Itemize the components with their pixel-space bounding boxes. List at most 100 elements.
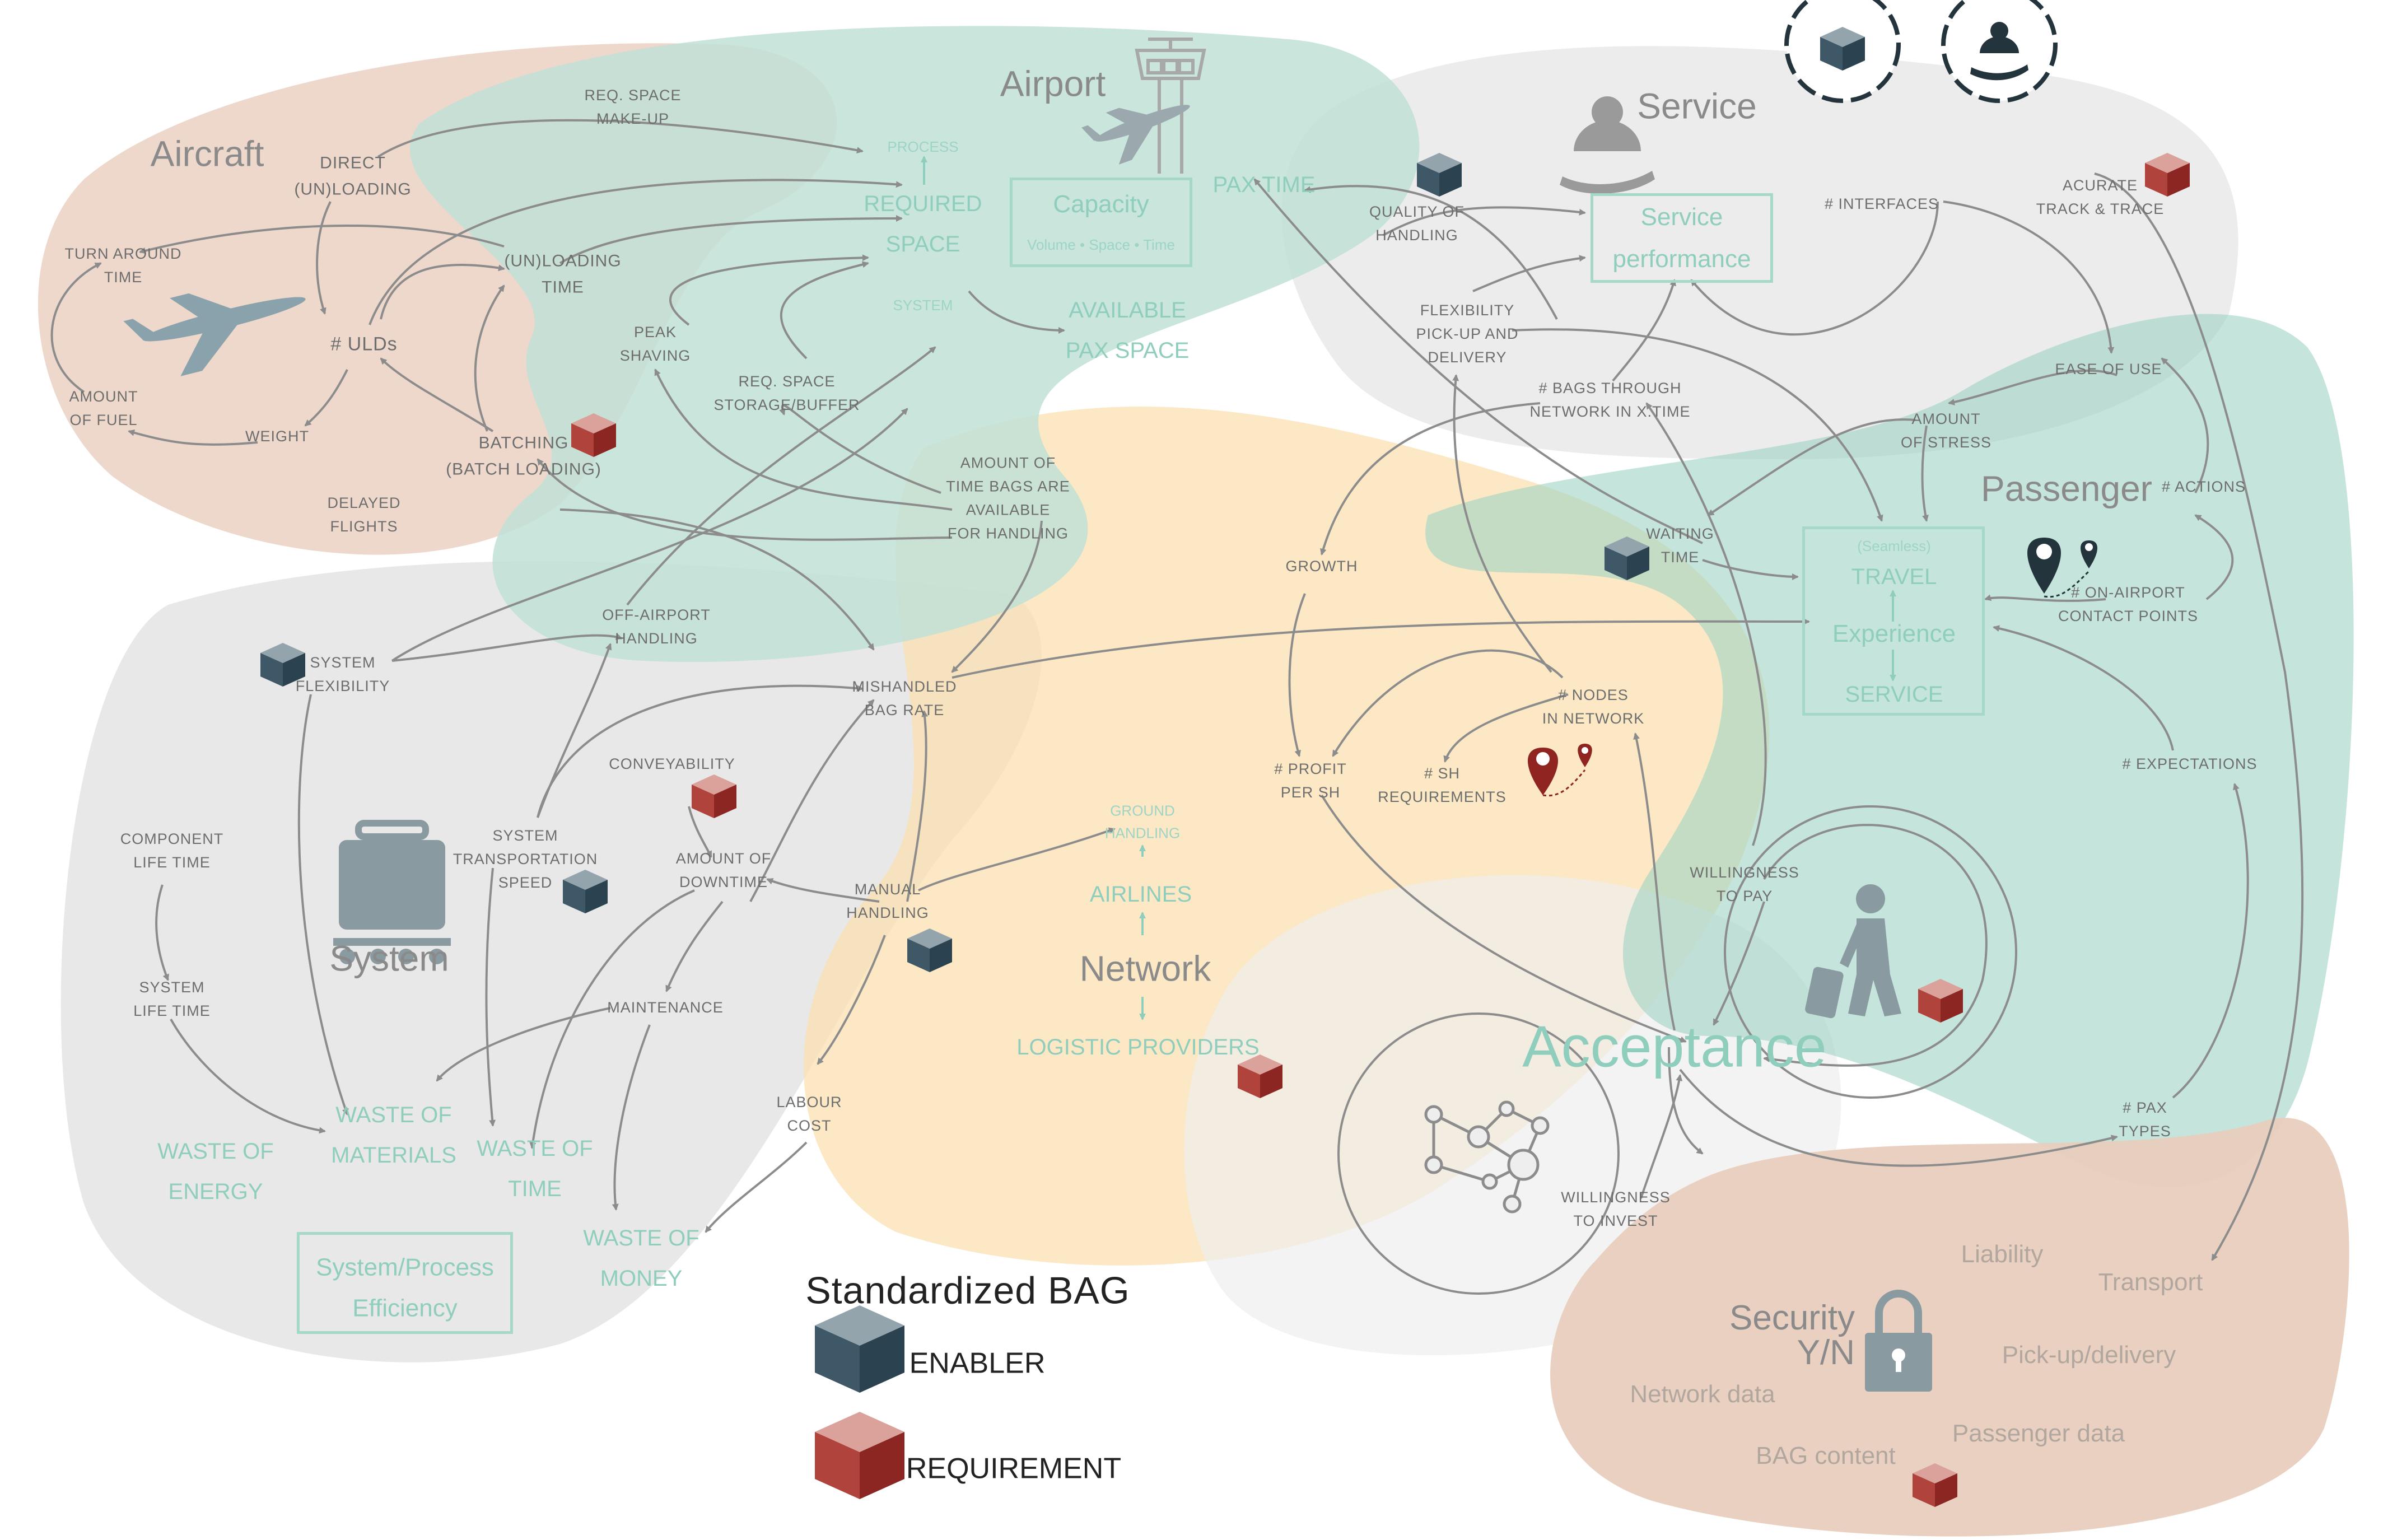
delayed-flights-label: DELAYED FLIGHTS [327,494,401,535]
transport-label: Transport [2098,1268,2203,1296]
batching-label: BATCHING (BATCH LOADING) [446,433,601,479]
arrow [155,884,169,981]
arrow [1512,328,1883,522]
capacity-label: Capacity [1053,190,1149,218]
system-sub-label: SYSTEM [893,296,953,314]
ease-of-use-label: EASE OF USE [2055,361,2162,378]
waste-money-label: WASTE OF MONEY [583,1226,699,1291]
mishandled-bag-rate-label: MISHANDLED BAG RATE [852,678,957,718]
service-performance-box [1591,193,1773,283]
service-region [1281,46,2238,459]
waiting-time-label: WAITING TIME [1646,525,1714,566]
security-region [1550,1118,2349,1537]
pickup-delivery-label: Pick-up/delivery [2002,1341,2176,1369]
system-region [60,561,1042,1362]
maintenance-label: MAINTENANCE [607,999,724,1016]
arrow [485,867,496,1127]
location-pin-icon [2027,538,2097,598]
arrow [50,262,102,393]
waste-time-label: WASTE OF TIME [477,1136,593,1201]
req-space-makeup-label: REQ. SPACE MAKE-UP [584,87,682,127]
conveyability-label: CONVEYABILITY [609,755,735,773]
arrow [1612,279,1677,382]
arrow [1288,593,1306,757]
travel-label: TRAVEL [1851,564,1937,589]
arrow [128,429,258,446]
arrow [1707,418,1916,516]
arrow [918,827,1116,892]
network-data-label: Network data [1630,1380,1775,1408]
arrow [2172,783,2249,1099]
service-title: Service [1637,86,1757,127]
control-tower-icon [1135,38,1206,174]
service-hand-icon [1560,96,1655,194]
arrow [779,404,941,494]
network-arrows [921,156,1896,1020]
willingness-to-pay-label: WILLINGNESS TO PAY [1690,864,1799,904]
requirement-cube-icon [815,1412,904,1499]
arrow [626,346,936,606]
arrow [968,290,1065,334]
arrow [559,508,875,651]
arrow [1472,255,1586,292]
arrow [1763,824,1988,1067]
airplane-icon [123,293,306,376]
system-flexibility-label: SYSTEM FLEXIBILITY [295,654,390,694]
arrow [1993,625,2174,751]
arrow [906,710,929,902]
system-life-time-label: SYSTEM LIFE TIME [133,979,211,1019]
req-space-storage-label: REQ. SPACE STORAGE/BUFFER [713,373,860,413]
profit-per-sh-label: # PROFIT PER SH [1274,760,1347,801]
arrow [529,889,695,1149]
arrow [1668,1047,1704,1155]
security-title: Security Y/N [1729,1299,1855,1372]
acceptance-circle-network [1337,1012,1620,1295]
waste-materials-label: WASTE OF MATERIALS [331,1103,456,1168]
arrow [380,263,505,320]
turn-around-time-label: TURN AROUND TIME [64,245,182,286]
arrow [1304,185,1558,320]
arrow [391,633,623,662]
acurate-track-label: ACURATE TRACK & TRACE [2036,177,2165,217]
arrow [2161,357,2209,493]
arrow [669,254,869,326]
passenger-data-label: Passenger data [1952,1419,2125,1447]
airport-title: Airport [1000,63,1106,104]
amount-time-bags-label: AMOUNT OF TIME BAGS ARE AVAILABLE FOR HA… [946,454,1070,542]
arrow [170,1019,326,1134]
nodes-in-network-label: # NODES IN NETWORK [1542,687,1645,727]
ulds-label: # ULDs [330,333,398,355]
arrow [952,618,1810,679]
arrow [304,369,348,427]
arrow [2194,514,2234,600]
arrow [380,357,494,432]
aircraft-title: Aircraft [150,133,264,174]
system-process-efficiency-label: System/Process Efficiency [316,1253,494,1322]
arrow [1633,732,1676,1031]
arrow [766,878,880,903]
off-airport-handling-label: OFF-AIRPORT HANDLING [602,606,711,647]
acceptance-circle-passenger [1724,805,2017,1099]
arrow [1383,206,1586,236]
acceptance-title: Acceptance [1522,1014,1827,1080]
service-sub-label: SERVICE [1845,682,1943,707]
departing-plane-icon [1081,105,1190,165]
arrow [1443,693,1569,763]
ground-handling-label: GROUND HANDLING [1104,802,1181,842]
arrow [612,1024,651,1211]
arrows [50,119,2304,1261]
arrow [1943,200,2115,354]
luggage-trolley-icon [333,820,451,964]
arrow [817,935,886,1065]
capacity-box [1010,178,1192,267]
process-label: PROCESS [887,138,959,155]
arrow [705,1141,808,1233]
gear-service-icon [1941,0,2058,103]
arrow [436,1007,611,1082]
willingness-to-invest-label: WILLINGNESS TO INVEST [1561,1189,1671,1229]
arrow [749,699,875,902]
bag-content-label: BAG content [1756,1441,1896,1469]
manual-handling-label: MANUAL HANDLING [846,881,929,921]
arrow [1921,425,1929,522]
arrow [1948,369,2118,405]
